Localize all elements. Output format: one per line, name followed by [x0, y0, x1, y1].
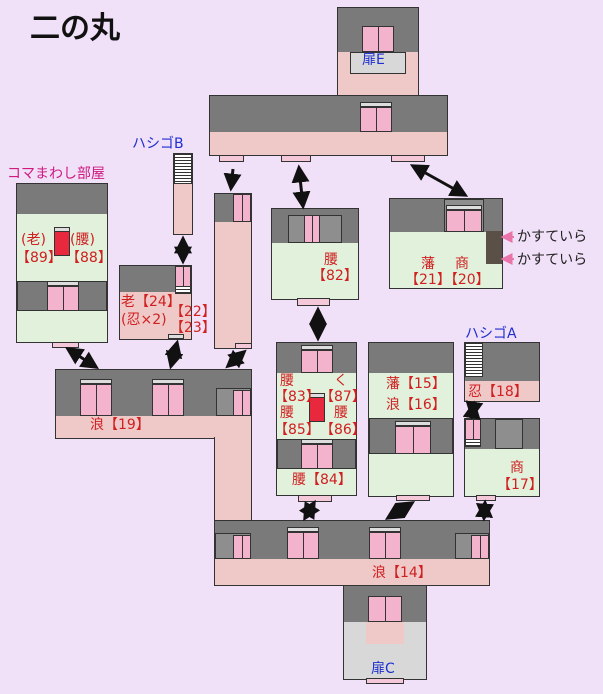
label-rooms-1a: (老): [21, 232, 46, 248]
label-r16: 浪【16】: [386, 397, 446, 413]
label-rooms-2a: 【89】: [16, 250, 62, 266]
label-r83b: く: [334, 373, 348, 389]
door-icon: [47, 286, 79, 311]
label-r22: 【22】: [170, 304, 216, 320]
connector: [475, 499, 494, 522]
ladder-a-label: ハシゴA: [465, 326, 517, 342]
kasuteira-label-1: かすていら: [517, 229, 588, 245]
label-r17a: 商: [510, 460, 524, 476]
door-icon: [304, 215, 320, 243]
label-r21b: 商: [455, 256, 469, 272]
label-r19: 浪【19】: [90, 417, 150, 433]
room-83-87[interactable]: [276, 342, 357, 496]
door-icon: [152, 384, 184, 416]
door-icon: [446, 210, 482, 232]
door-icon: [369, 532, 401, 559]
label-r83d: 【87】: [320, 389, 366, 405]
connector: [298, 499, 321, 522]
connector: [164, 339, 184, 370]
upper-hall[interactable]: [209, 95, 448, 156]
label-r84: 腰【84】: [292, 472, 352, 488]
narrow-corridor[interactable]: [214, 193, 252, 349]
label-r83f: 腰: [334, 405, 348, 421]
connector: [384, 501, 416, 520]
label-r24a: 老【24】: [121, 294, 181, 310]
door-icon: [80, 384, 112, 416]
door-icon: [301, 350, 333, 373]
door-icon: [360, 107, 392, 132]
door-c-room[interactable]: [343, 585, 427, 680]
door-c-label: 扉C: [371, 661, 395, 677]
room-18[interactable]: [464, 342, 540, 402]
label-r24b: (忍×2): [121, 312, 167, 328]
room-82[interactable]: [271, 208, 359, 300]
door-icon: [233, 194, 251, 222]
connector: [223, 168, 242, 192]
ladder-icon: [465, 343, 483, 377]
label-rooms-1b: (腰): [70, 232, 95, 248]
map-title: 二の丸: [30, 11, 120, 46]
room-19[interactable]: [55, 369, 252, 439]
room-21-20[interactable]: [389, 198, 503, 289]
ladder-icon: [174, 154, 192, 184]
room-15-16[interactable]: [368, 342, 454, 497]
room-17[interactable]: [464, 418, 540, 497]
room-14[interactable]: [214, 520, 490, 586]
label-r83e: 腰: [280, 405, 294, 421]
room-19-passage[interactable]: [214, 437, 252, 523]
ladder-b-shaft[interactable]: [173, 153, 193, 235]
label-r15: 藩【15】: [386, 376, 446, 392]
label-rooms-2b: 【88】: [66, 250, 112, 266]
door-icon: [471, 535, 489, 559]
door-icon: [368, 596, 402, 622]
label-r83h: 【86】: [320, 422, 366, 438]
label-r23: 【23】: [170, 320, 216, 336]
ladder-b-label: ハシゴB: [132, 136, 184, 152]
label-r18: 忍【18】: [468, 384, 528, 400]
label-r83c: 【83】: [274, 389, 320, 405]
connector: [225, 349, 247, 369]
label-r82a: 腰: [324, 252, 338, 268]
komamawashi-label: コマまわし部屋: [7, 166, 105, 182]
connector: [291, 164, 311, 210]
kasuteira-label-2: かすていら: [517, 252, 588, 268]
door-icon: [287, 532, 319, 559]
door-e-room[interactable]: [337, 7, 419, 97]
door-e-label: 扉E: [362, 52, 385, 68]
label-r14: 浪【14】: [372, 565, 432, 581]
label-r82b: 【82】: [312, 268, 358, 284]
door-icon: [233, 390, 251, 416]
label-r21c: 【21】【20】: [405, 272, 490, 288]
label-r83g: 【85】: [274, 422, 320, 438]
connector: [409, 164, 469, 197]
room-24[interactable]: [119, 265, 192, 340]
door-icon: [362, 26, 394, 52]
door-icon: [233, 535, 251, 559]
label-r21a: 藩: [421, 256, 435, 272]
door-icon: [301, 444, 333, 469]
label-r17b: 【17】: [497, 477, 543, 493]
connector: [462, 400, 484, 420]
label-r83a: 腰: [280, 373, 294, 389]
door-icon: [395, 426, 431, 454]
connector: [64, 347, 100, 369]
